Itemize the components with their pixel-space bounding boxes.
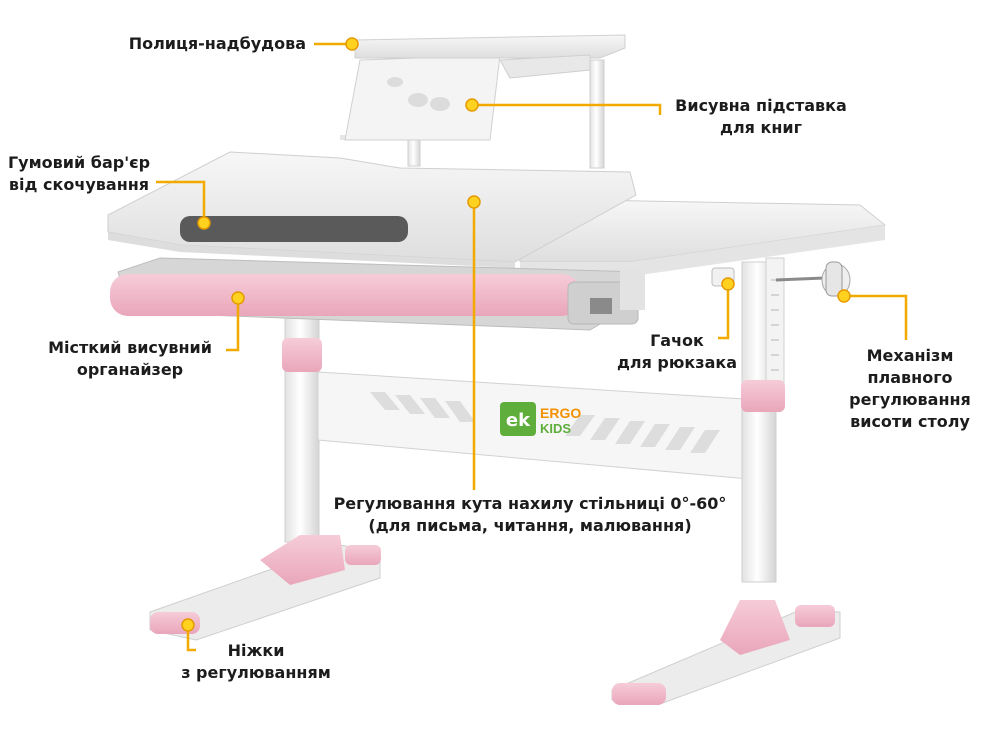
top-shelf <box>340 34 626 169</box>
callout-height-mechanism: Механізм плавного регулювання висоти сто… <box>849 346 971 431</box>
ergo-kids-logo: ek ERGO KIDS <box>500 402 581 436</box>
marker-height-mechanism <box>837 289 851 303</box>
marker-shelf <box>345 37 359 51</box>
marker-organizer <box>231 291 245 305</box>
svg-text:ERGO: ERGO <box>540 405 581 421</box>
right-leg <box>611 257 841 705</box>
callout-backpack-hook: Гачок для рюкзака <box>616 331 738 372</box>
callout-book-stand: Висувна підставка для книг <box>675 96 847 137</box>
marker-hook <box>721 277 735 291</box>
callout-tilt-adjustment: Регулювання кута нахилу стільниці 0°-60°… <box>333 494 727 535</box>
marker-rubber-barrier <box>197 216 211 230</box>
callout-markers <box>181 37 851 632</box>
marker-legs <box>181 618 195 632</box>
drawer-organizer <box>110 257 645 331</box>
callout-rubber-barrier: Гумовий бар'єр від скочування <box>7 153 151 194</box>
callout-legs: Ніжки з регулюванням <box>181 641 331 682</box>
marker-tilt <box>467 195 481 209</box>
marker-book-stand <box>465 98 479 112</box>
callout-organizer: Місткий висувний органайзер <box>48 338 212 379</box>
height-crank <box>775 261 851 297</box>
crossbar <box>317 371 761 481</box>
svg-text:ek: ek <box>506 410 531 431</box>
callout-shelf: Полиця-надбудова <box>128 34 306 53</box>
desk-top <box>107 151 887 275</box>
callout-lines <box>156 42 908 652</box>
svg-text:KIDS: KIDS <box>540 421 571 436</box>
